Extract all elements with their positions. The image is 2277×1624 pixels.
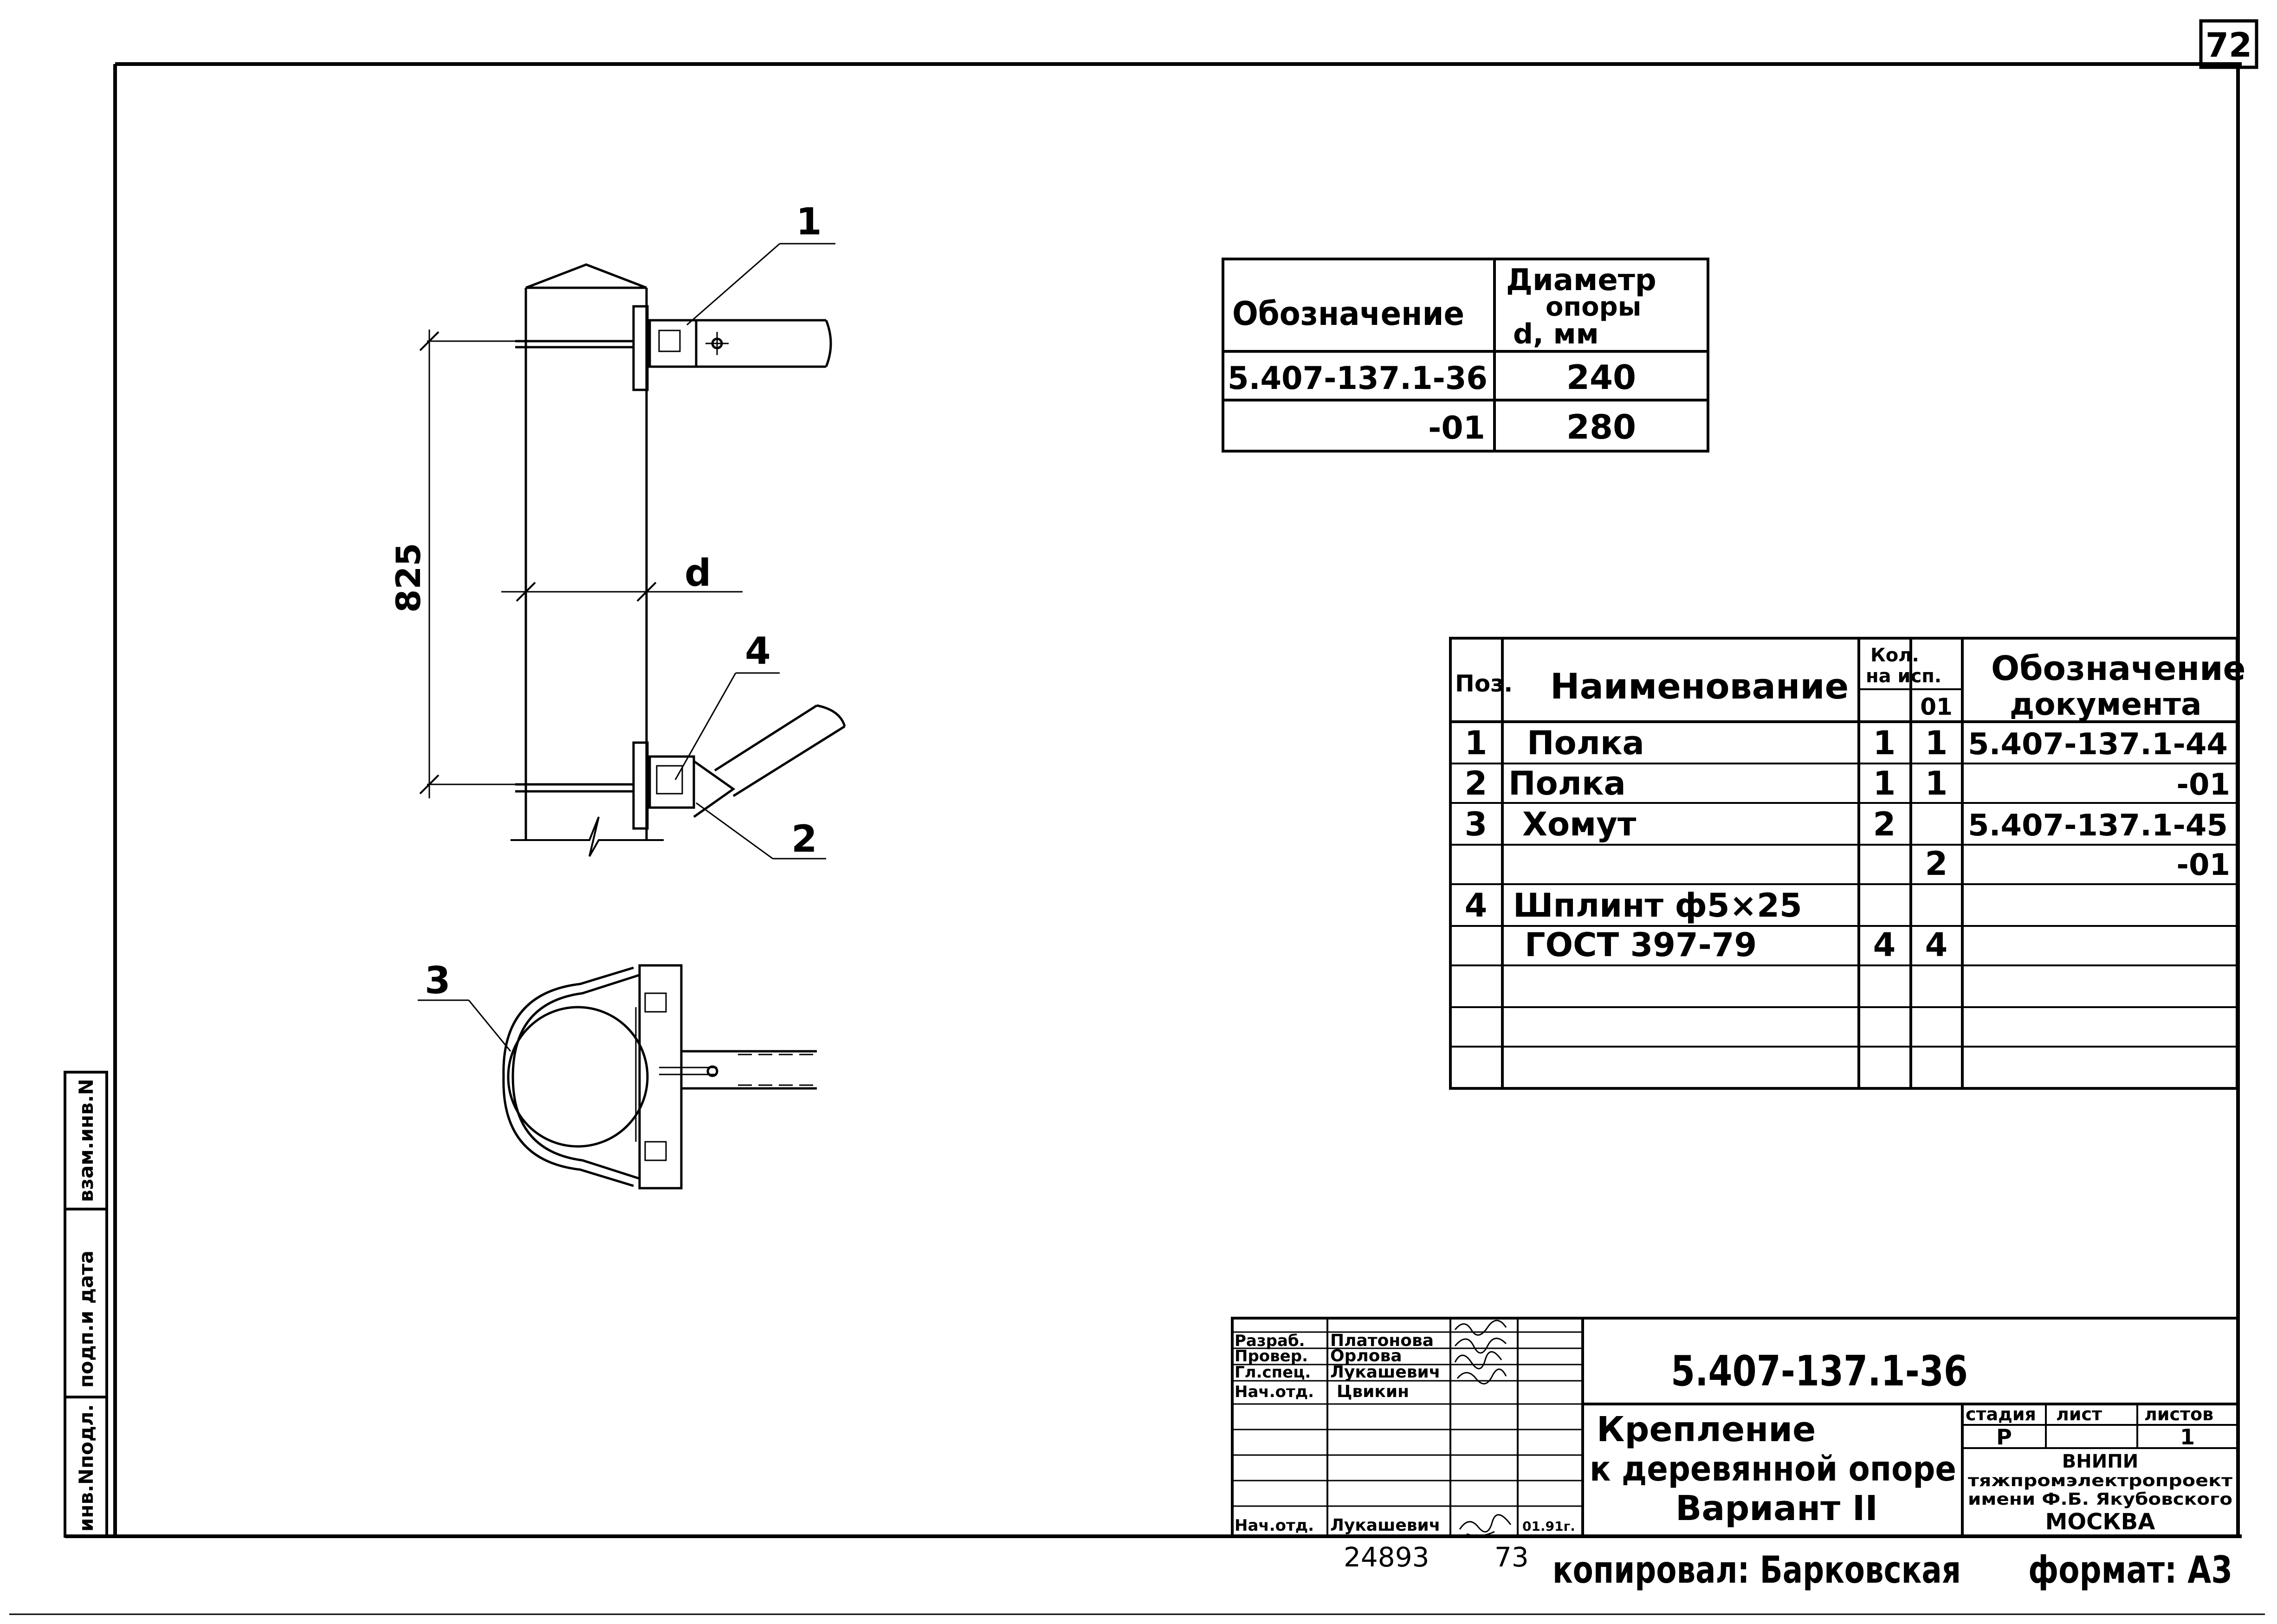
spec-row-6-q2: 4 bbox=[1925, 926, 1948, 964]
staff-role-4: Нач.отд. bbox=[1235, 1383, 1314, 1401]
sheets-value: 1 bbox=[2180, 1424, 2195, 1449]
inventory-number: 24893 bbox=[1344, 1541, 1430, 1573]
spec-header-qty-sub-2: 01 bbox=[1920, 693, 1953, 720]
variants-row-1-designation: 5.407-137.1-36 bbox=[1228, 360, 1488, 397]
spec-row-1-q1: 1 bbox=[1873, 724, 1896, 762]
title-block-title-1: Крепление bbox=[1597, 1410, 1816, 1449]
dimension-height-label: 825 bbox=[389, 543, 428, 613]
title-block: Разраб. Платонова Провер. Орлова Гл.спец… bbox=[1231, 1317, 2239, 1538]
variants-row-2-designation: -01 bbox=[1428, 410, 1485, 446]
spec-header-pos: Поз. bbox=[1455, 670, 1513, 697]
inventory-suffix: 73 bbox=[1494, 1541, 1529, 1573]
spec-row-2-q2: 1 bbox=[1925, 764, 1948, 802]
page-number-box: 72 bbox=[2199, 19, 2258, 69]
variants-table: Обозначение Диаметр опоры d, мм 5.407-13… bbox=[1222, 258, 1709, 453]
side-stamp-replaced-inv: взам.инв.N bbox=[75, 1079, 97, 1202]
staff-name-3: Лукашевич bbox=[1330, 1363, 1440, 1382]
callout-1-label: 1 bbox=[796, 200, 822, 243]
callout-4-label: 4 bbox=[745, 629, 771, 673]
spec-row-6-q1: 4 bbox=[1873, 926, 1896, 964]
spec-row-1-doc: 5.407-137.1-44 bbox=[1968, 727, 2228, 762]
spec-row-4-q2: 2 bbox=[1925, 845, 1948, 883]
spec-row-3-q1: 2 bbox=[1873, 805, 1896, 843]
org-line-2: тяжпромэлектропроект bbox=[1968, 1471, 2232, 1490]
staff-date-5: 01.91г. bbox=[1522, 1519, 1575, 1534]
org-line-4: МОСКВА bbox=[2045, 1509, 2155, 1535]
spec-row-3-pos: 3 bbox=[1465, 805, 1488, 843]
spec-row-1-name: Полка bbox=[1527, 724, 1644, 762]
sheets-label: листов bbox=[2144, 1404, 2213, 1424]
staff-role-2: Провер. bbox=[1235, 1347, 1308, 1365]
spec-header-doc-2: документа bbox=[2010, 686, 2202, 722]
staff-role-3: Гл.спец. bbox=[1235, 1363, 1311, 1382]
side-stamp-sign-date: подп.и дата bbox=[75, 1250, 97, 1388]
spec-header-qty-1: Кол. bbox=[1870, 645, 1919, 666]
org-line-1: ВНИПИ bbox=[2062, 1451, 2138, 1472]
title-block-title-2: к деревянной опоре bbox=[1590, 1449, 1956, 1489]
copied-by: копировал: Барковская bbox=[1552, 1548, 1961, 1592]
variants-header-designation: Обозначение bbox=[1232, 295, 1464, 333]
staff-role-5: Нач.отд. bbox=[1235, 1516, 1314, 1535]
spec-header-qty-2: на исп. bbox=[1866, 666, 1941, 687]
callout-3-label: 3 bbox=[425, 959, 451, 1002]
staff-name-1: Платонова bbox=[1330, 1331, 1434, 1350]
spec-row-1-q2: 1 bbox=[1925, 724, 1948, 762]
variants-header-diameter-2: опоры bbox=[1546, 292, 1641, 322]
callout-2-label: 2 bbox=[791, 817, 817, 861]
stage-value: Р bbox=[1996, 1424, 2012, 1449]
side-stamp-inv-original: инв.Nподл. bbox=[75, 1404, 97, 1532]
side-view-drawing bbox=[419, 243, 846, 860]
variants-row-1-diameter: 240 bbox=[1566, 358, 1636, 397]
spec-row-4-doc: -01 bbox=[2176, 848, 2230, 882]
staff-role-1: Разраб. bbox=[1235, 1332, 1305, 1350]
spec-row-3-name: Хомут bbox=[1522, 805, 1637, 843]
sheet-label: лист bbox=[2056, 1404, 2102, 1424]
spec-header-doc-1: Обозначение bbox=[1991, 649, 2245, 688]
spec-row-3-doc: 5.407-137.1-45 bbox=[1968, 809, 2228, 843]
staff-name-5: Лукашевич bbox=[1330, 1516, 1440, 1535]
dimension-diameter-label: d bbox=[685, 551, 711, 595]
title-block-doc-code: 5.407-137.1-36 bbox=[1671, 1347, 1968, 1396]
spec-row-6-name: ГОСТ 397-79 bbox=[1525, 926, 1757, 964]
spec-row-5-pos: 4 bbox=[1465, 886, 1488, 925]
spec-row-5-name: Шплинт ф5×25 bbox=[1513, 886, 1802, 925]
spec-row-2-doc: -01 bbox=[2176, 768, 2230, 802]
org-line-3: имени Ф.Б. Якубовского bbox=[1968, 1490, 2232, 1509]
stage-label: стадия bbox=[1966, 1404, 2036, 1424]
title-block-title-3: Вариант II bbox=[1675, 1488, 1878, 1528]
variants-header-diameter-1: Диаметр bbox=[1506, 263, 1656, 298]
spec-row-1-pos: 1 bbox=[1465, 724, 1488, 762]
variants-header-diameter-3: d, мм bbox=[1513, 318, 1599, 350]
staff-name-4: Цвикин bbox=[1337, 1382, 1409, 1401]
spec-row-2-pos: 2 bbox=[1465, 764, 1488, 802]
page-number: 72 bbox=[2206, 26, 2252, 65]
spec-row-2-name: Полка bbox=[1508, 764, 1626, 802]
variants-row-2-diameter: 280 bbox=[1566, 408, 1636, 446]
plan-view-drawing bbox=[418, 964, 817, 1190]
specification-table: Поз. Наименование Кол. на исп. 01 Обозна… bbox=[1449, 637, 2245, 1090]
staff-name-2: Орлова bbox=[1330, 1346, 1402, 1365]
spec-header-name: Наименование bbox=[1550, 666, 1849, 707]
spec-row-2-q1: 1 bbox=[1873, 764, 1896, 802]
side-stamp: инв.Nподл. подп.и дата взам.инв.N bbox=[64, 1071, 108, 1538]
signature-marks bbox=[1454, 1320, 1512, 1537]
format-label: формат: A3 bbox=[2028, 1548, 2232, 1592]
